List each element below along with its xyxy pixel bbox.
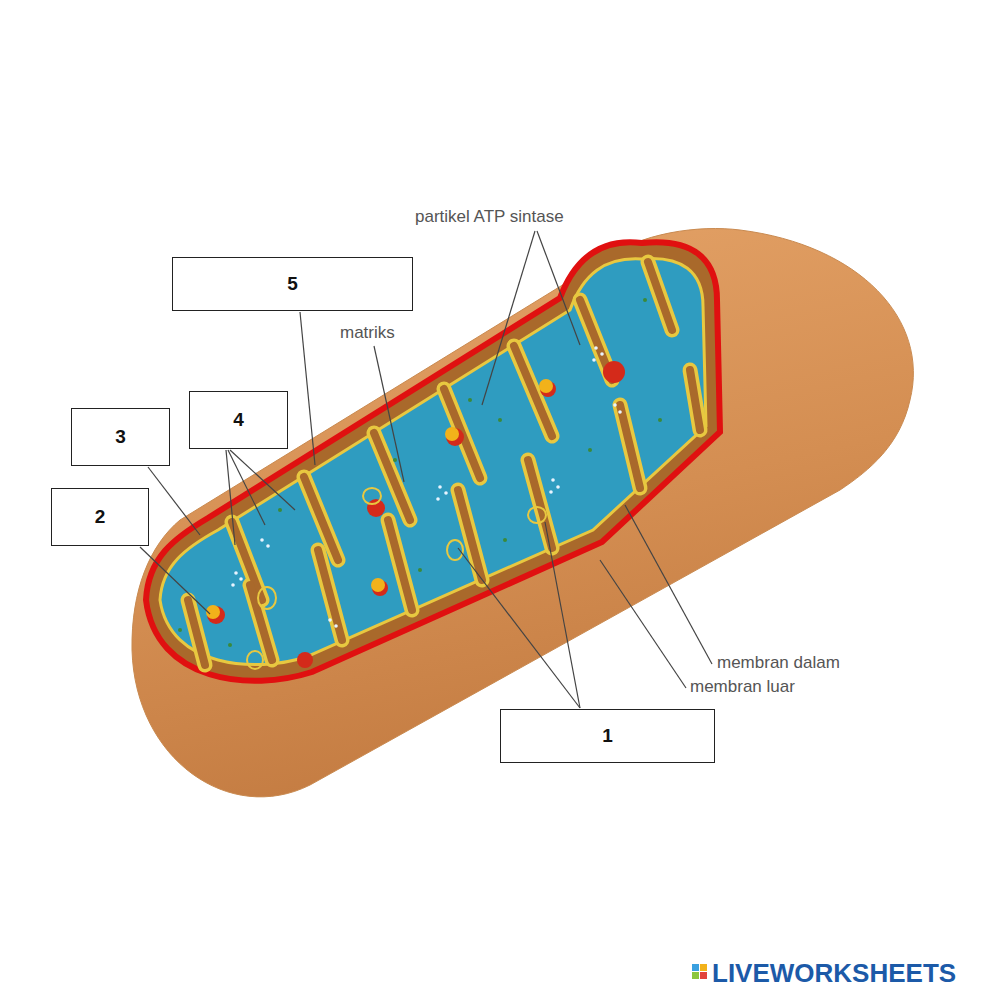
callout-number: 3: [115, 426, 126, 448]
callout-number: 4: [233, 409, 244, 431]
part-label: membran dalam: [717, 653, 840, 673]
part-label: matriks: [340, 323, 395, 343]
watermark: LIVEWORKSHEETS: [712, 958, 956, 989]
part-label: partikel ATP sintase: [415, 207, 564, 227]
callout-number: 5: [287, 273, 298, 295]
answer-box: 3: [71, 408, 170, 466]
part-label: membran luar: [690, 677, 795, 697]
answer-box: 2: [51, 488, 149, 546]
answer-box: 4: [189, 391, 288, 449]
answer-box: 1: [500, 709, 715, 763]
callout-number: 2: [95, 506, 106, 528]
answer-box: 5: [172, 257, 413, 311]
callout-number: 1: [602, 725, 613, 747]
